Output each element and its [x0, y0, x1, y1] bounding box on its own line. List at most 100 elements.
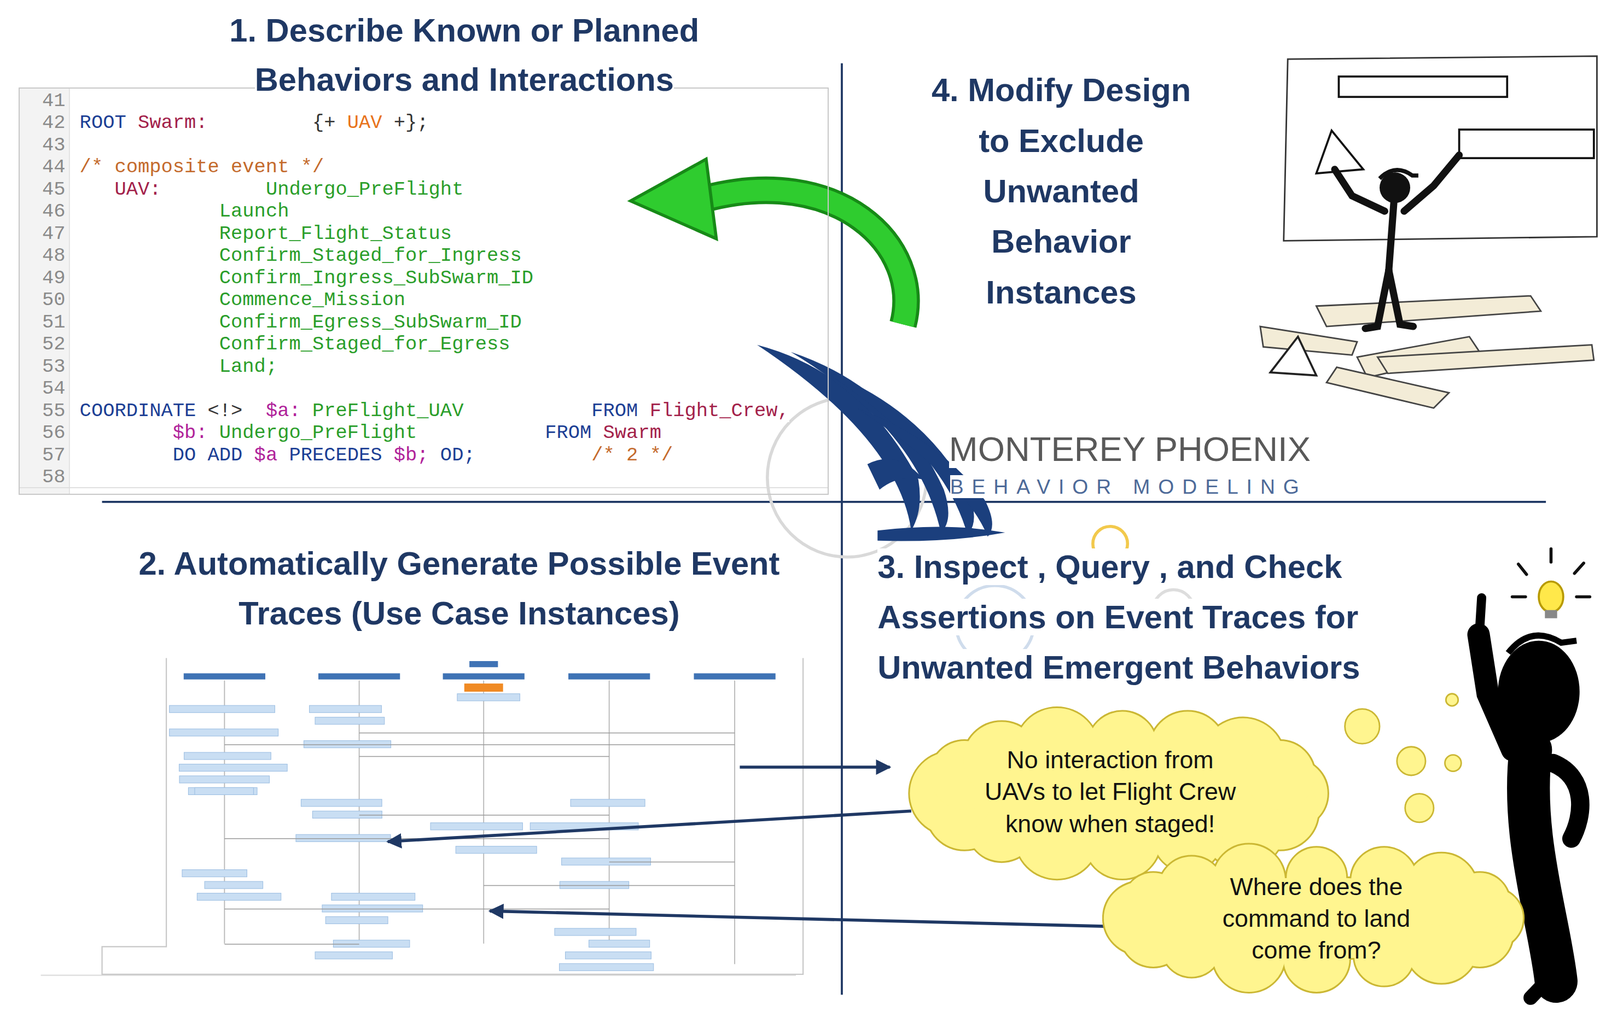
event-trace-thumbnail-part: [179, 776, 270, 784]
code-token: Confirm_Staged_for_Egress: [219, 333, 511, 357]
divider-lines-part: [102, 501, 1547, 504]
event-trace-thumbnail-part: [183, 673, 266, 680]
logo-tagline: BEHAVIOR MODELING: [950, 475, 1308, 499]
event-trace-thumbnail-part: [469, 661, 498, 668]
event-trace-thumbnail-part: [483, 885, 735, 887]
step-heading: 2. Automatically Generate Possible Event…: [138, 545, 780, 632]
idea-person-illustration-part: [1512, 549, 1591, 598]
callout-arrows-part: [739, 765, 890, 770]
idea-person-illustration-part-part: [1574, 563, 1584, 574]
line-number: 50: [42, 289, 66, 312]
event-trace-thumbnail-part: [464, 683, 504, 692]
presenter-illustration-part: [1459, 129, 1594, 159]
green-cycle-arrow-part: [630, 159, 717, 240]
line-number: 55: [42, 400, 66, 423]
code-token: Undergo_PreFlight: [219, 422, 418, 445]
cloud-outline: [1103, 844, 1523, 992]
presenter-illustration-part: [1377, 345, 1594, 374]
code-token: $b;: [393, 444, 429, 468]
logo-tagline-box: BEHAVIOR MODELING: [950, 473, 1379, 501]
idea-person-illustration-part-part: [1549, 549, 1553, 563]
cloud-outline: [1103, 844, 1523, 992]
event-trace-frame-part: [102, 658, 804, 975]
presenter-illustration-part-part: [1334, 169, 1385, 212]
event-trace-thumbnail-part: [359, 815, 610, 816]
event-trace-thumbnail-part: [194, 787, 254, 795]
presenter-illustration-part-part: [1404, 155, 1460, 212]
phoenix-logo-part: [867, 459, 924, 491]
idea-person-illustration-part-part: [1518, 564, 1527, 575]
event-trace-thumbnail-part: [223, 680, 225, 944]
callout-arrows-part: [489, 911, 1105, 927]
line-number: 44: [42, 156, 66, 179]
step-heading-box: 1. Describe Known or Planned Behaviors a…: [178, 6, 750, 104]
code-token: DO ADD: [172, 444, 243, 468]
event-trace-thumbnail-part: [224, 744, 735, 746]
step-heading-box: 2. Automatically Generate Possible Event…: [122, 538, 796, 639]
code-token: FROM: [591, 400, 638, 423]
presenter-illustration-part: [1270, 336, 1317, 376]
green-cycle-arrow: [630, 159, 907, 325]
idea-person-illustration-part: [1544, 610, 1557, 619]
code-gutter-part: [19, 88, 69, 494]
event-trace-frame-part: [166, 658, 804, 975]
idea-person-illustration-part-part: [1576, 595, 1590, 599]
line-number: 58: [42, 466, 66, 490]
step-heading-box: 3. Inspect , Query , and Check Assertion…: [877, 542, 1450, 694]
cloud-text-box: No interaction from UAVs to let Flight C…: [982, 743, 1238, 840]
event-trace-thumbnail-part: [325, 916, 388, 924]
event-trace-thumbnail-part: [224, 909, 609, 910]
thought-cloud: Where does the command to land come from…: [1102, 840, 1531, 998]
event-trace-thumbnail-part: [608, 680, 610, 944]
event-trace-thumbnail-part: [224, 944, 359, 945]
code-gutter: [19, 88, 828, 494]
thought-bubbles-part: [1445, 694, 1458, 707]
line-number: 57: [42, 444, 66, 468]
code-token: Confirm_Staged_for_Ingress: [219, 245, 522, 268]
phoenix-logo-part: [857, 408, 993, 537]
code-token: Swarm:: [137, 112, 208, 135]
idea-person-illustration-part-part: [1512, 595, 1526, 599]
thought-bubbles-part: [1444, 755, 1462, 772]
code-panel: 4142ROOTSwarm:{+UAV+};4344/* composite e…: [18, 87, 829, 495]
event-trace-thumbnail-part: [570, 799, 645, 807]
event-trace-thumbnail-part: [561, 858, 651, 866]
code-token: COORDINATE: [79, 400, 197, 423]
event-trace-thumbnail: [169, 661, 776, 971]
code-token: /* 2 */: [591, 444, 673, 468]
idea-person-illustration-part-part: [1479, 597, 1482, 631]
code-token: <!>: [207, 400, 243, 423]
code-token: /* composite event */: [79, 156, 325, 179]
event-trace-frame: [102, 658, 804, 975]
event-trace-thumbnail-part: [204, 881, 263, 889]
code-token: Land;: [219, 356, 278, 379]
code-token: UAV: [347, 112, 383, 135]
event-trace-thumbnail-part: [169, 705, 276, 713]
code-token: Swarm: [603, 422, 662, 445]
code-gutter-part: [19, 487, 828, 489]
event-trace-thumbnail-part: [457, 694, 520, 702]
presenter-illustration-part-part: [1365, 270, 1389, 329]
event-trace-thumbnail-part: [303, 741, 391, 749]
code-token: Launch: [219, 200, 290, 224]
step-heading: 4. Modify Design to Exclude Unwanted Beh…: [931, 71, 1191, 311]
step-heading: 3. Inspect , Query , and Check Assertion…: [877, 548, 1360, 687]
presenter-illustration-part: [1334, 155, 1460, 329]
code-token: FROM: [544, 422, 592, 445]
idea-person-illustration-part-part: [1530, 974, 1553, 999]
event-trace-thumbnail-part: [196, 893, 281, 901]
line-number: 53: [42, 356, 66, 379]
line-number: 43: [42, 134, 66, 157]
event-trace-thumbnail-part: [331, 893, 416, 901]
line-number: 54: [42, 377, 66, 401]
presenter-illustration: [1260, 56, 1598, 409]
event-trace-thumbnail-part: [333, 940, 410, 948]
thought-bubbles: [1345, 694, 1462, 823]
event-trace-thumbnail-part: [300, 799, 382, 807]
event-trace-thumbnail-part: [554, 928, 637, 936]
event-trace-thumbnail-part: [315, 952, 393, 960]
presenter-illustration-part-part: [1388, 201, 1394, 271]
code-token: PreFlight_UAV: [312, 400, 464, 423]
idea-person-illustration-part-part: [1552, 763, 1581, 840]
line-number: 51: [42, 311, 66, 335]
